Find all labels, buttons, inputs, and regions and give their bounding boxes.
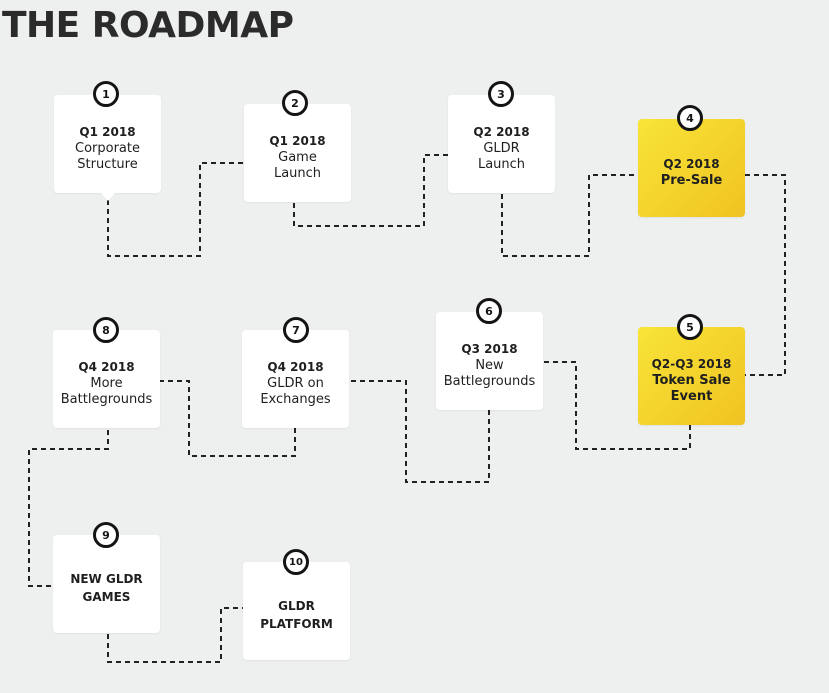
connector-6-7 [350,380,490,483]
connector-2-3 [293,154,448,227]
connector-7-8 [160,380,296,457]
milestone-label: NEW GLDR GAMES [70,572,143,604]
milestone-number-badge: 3 [488,81,514,107]
connector-8-9 [28,430,109,587]
milestone-label: GLDR PLATFORM [260,599,333,631]
connector-5-6 [544,361,691,450]
milestone-number-badge: 7 [283,317,309,343]
milestone-number-badge: 2 [282,90,308,116]
milestone-number-badge: 1 [93,81,119,107]
milestone-card-4: Q2 2018 Pre-Sale [638,119,745,217]
milestone-card-6: Q3 2018 New Battlegrounds [436,312,543,410]
milestone-date: Q2 2018 [473,124,530,139]
milestone-card-10: GLDR PLATFORM [243,562,350,660]
connector-3-4 [501,174,638,257]
milestone-card-3: Q2 2018 GLDR Launch [448,95,555,193]
milestone-label: GLDR Launch [477,140,526,172]
connector-9-10 [107,607,243,663]
milestone-number-badge: 10 [283,549,309,575]
milestone-card-9: NEW GLDR GAMES [53,535,160,633]
milestone-date: Q2 2018 [663,156,720,171]
milestone-number-badge: 8 [93,317,119,343]
milestone-card-2: Q1 2018 Game Launch [244,104,351,202]
milestone-date: Q1 2018 [269,133,326,148]
milestone-card-5: Q2-Q3 2018 Token Sale Event [638,327,745,425]
page-title: THE ROADMAP [2,5,294,46]
milestone-date: Q4 2018 [267,359,324,374]
milestone-date: Q4 2018 [78,359,135,374]
milestone-label: Game Launch [273,149,322,181]
milestone-label: More Battlegrounds [60,375,153,407]
milestone-number-badge: 5 [677,314,703,340]
milestone-label: New Battlegrounds [443,357,536,389]
milestone-number-badge: 4 [677,105,703,131]
milestone-label: Corporate Structure [75,140,140,172]
card-pointer [101,193,115,201]
milestone-number-badge: 9 [93,522,119,548]
milestone-card-8: Q4 2018 More Battlegrounds [53,330,160,428]
milestone-card-7: Q4 2018 GLDR on Exchanges [242,330,349,428]
milestone-label: Token Sale Event [652,372,731,404]
milestone-card-1: Q1 2018 Corporate Structure [54,95,161,193]
milestone-number-badge: 6 [476,298,502,324]
connector-4-5 [745,174,786,376]
milestone-label: Pre-Sale [660,172,723,188]
connector-1-2 [107,162,244,257]
milestone-date: Q1 2018 [79,124,136,139]
milestone-date: Q3 2018 [461,341,518,356]
milestone-label: GLDR on Exchanges [260,375,331,407]
milestone-date: Q2-Q3 2018 [651,356,732,371]
